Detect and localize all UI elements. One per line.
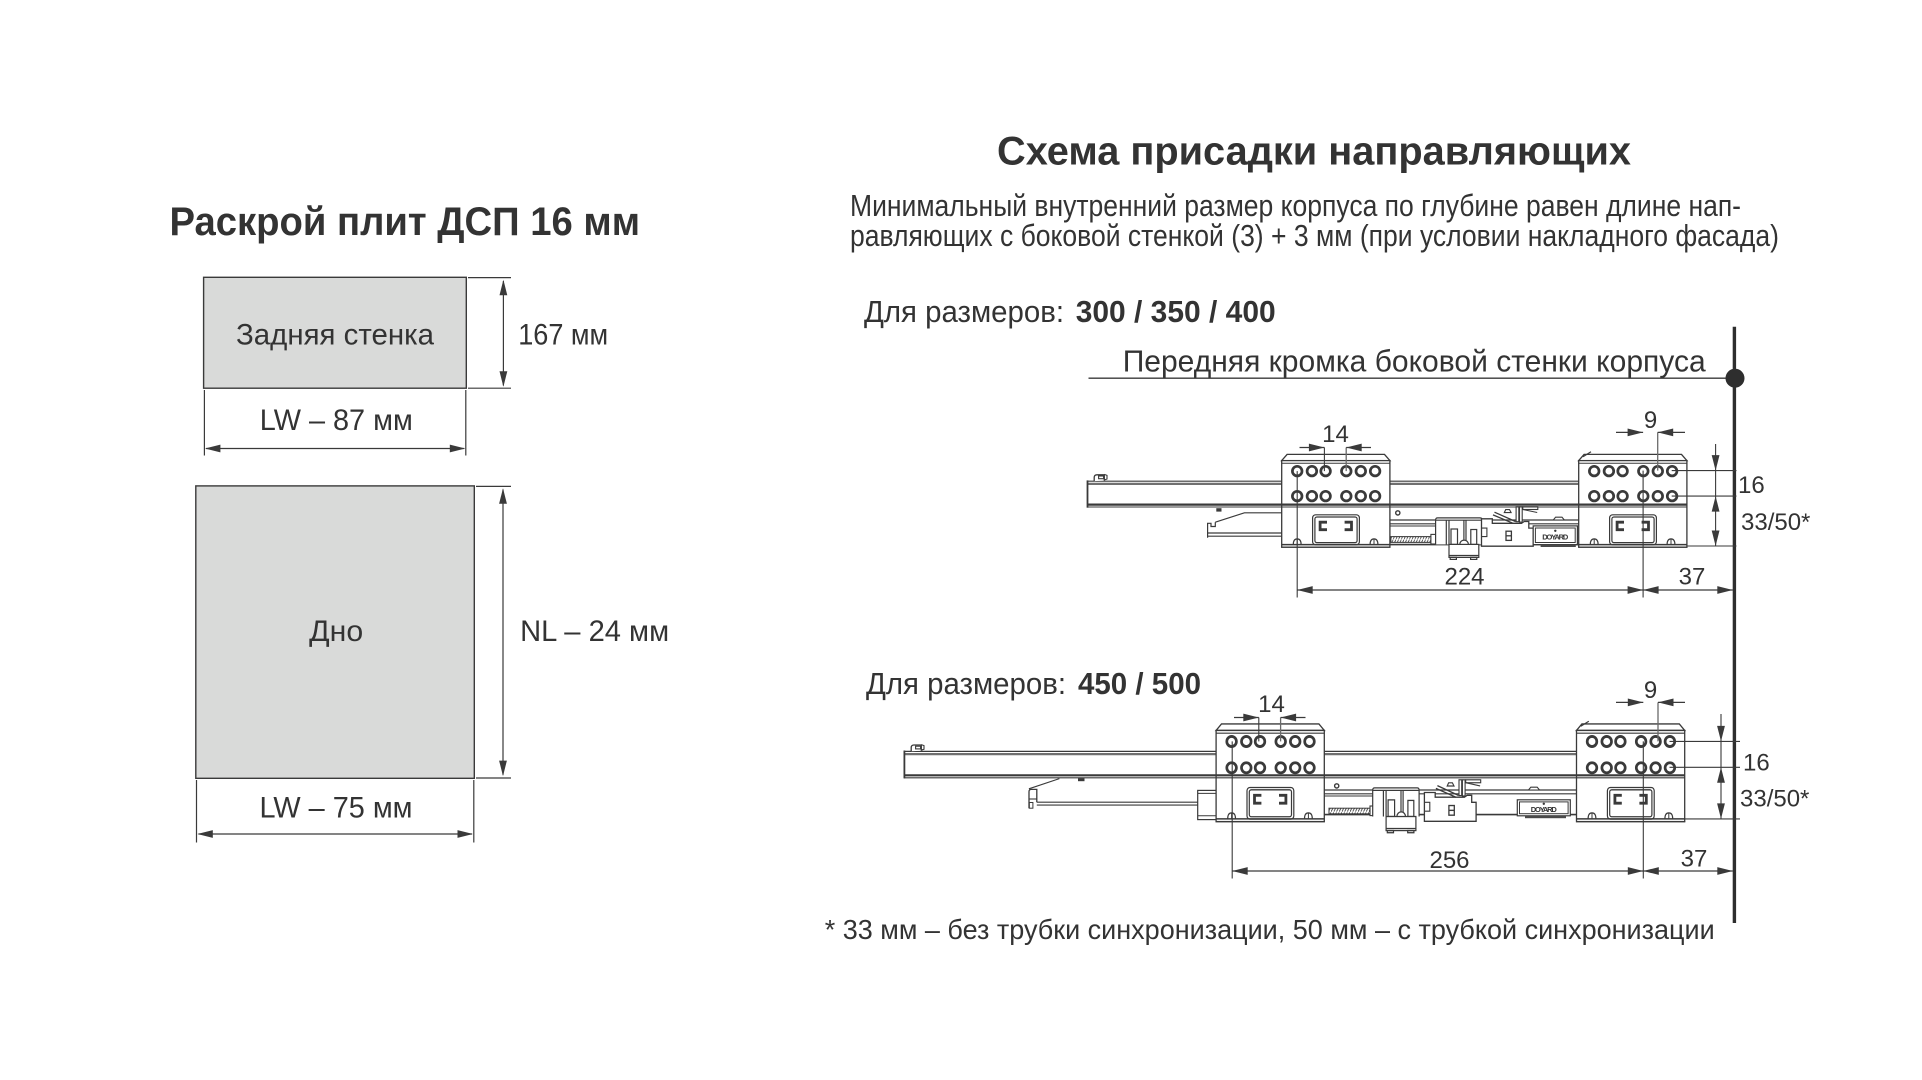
svg-text:Задняя стенка: Задняя стенка xyxy=(236,319,435,352)
svg-text:DOYARD: DOYARD xyxy=(1531,805,1558,814)
svg-text:LW – 87 мм: LW – 87 мм xyxy=(260,404,413,437)
svg-text:450 / 500: 450 / 500 xyxy=(1078,667,1201,701)
svg-text:Минимальный внутренний размер: Минимальный внутренний размер корпуса по… xyxy=(850,189,1741,223)
svg-text:9: 9 xyxy=(1644,407,1657,434)
svg-text:Для размеров:: Для размеров: xyxy=(866,667,1066,701)
svg-text:Схема присадки направляющих: Схема присадки направляющих xyxy=(997,130,1631,174)
svg-text:37: 37 xyxy=(1681,846,1708,873)
svg-text:16: 16 xyxy=(1743,750,1770,777)
svg-text:DOYARD: DOYARD xyxy=(1542,533,1569,542)
svg-text:равляющих с боковой стенкой (3: равляющих с боковой стенкой (3) + 3 мм (… xyxy=(850,219,1779,253)
svg-text:224: 224 xyxy=(1444,564,1484,591)
svg-text:* 33 мм – без трубки синхрониз: * 33 мм – без трубки синхронизации, 50 м… xyxy=(825,914,1715,945)
svg-text:256: 256 xyxy=(1429,847,1469,874)
svg-text:33/50*: 33/50* xyxy=(1740,786,1809,813)
svg-text:Дно: Дно xyxy=(309,615,363,648)
svg-text:Передняя кромка боковой стенки: Передняя кромка боковой стенки корпуса xyxy=(1123,345,1706,379)
svg-text:14: 14 xyxy=(1322,421,1349,448)
svg-text:9: 9 xyxy=(1644,677,1657,704)
svg-text:37: 37 xyxy=(1679,564,1706,591)
svg-text:LW – 75 мм: LW – 75 мм xyxy=(260,792,413,825)
svg-text:14: 14 xyxy=(1258,691,1285,718)
svg-text:33/50*: 33/50* xyxy=(1741,509,1810,536)
svg-text:Для размеров:: Для размеров: xyxy=(864,295,1064,329)
svg-text:16: 16 xyxy=(1738,472,1765,499)
svg-text:300 / 350 / 400: 300 / 350 / 400 xyxy=(1076,295,1276,329)
svg-text:NL – 24 мм: NL – 24 мм xyxy=(520,615,669,648)
svg-text:Раскрой плит ДСП 16 мм: Раскрой плит ДСП 16 мм xyxy=(170,200,641,244)
svg-text:167 мм: 167 мм xyxy=(518,319,608,352)
